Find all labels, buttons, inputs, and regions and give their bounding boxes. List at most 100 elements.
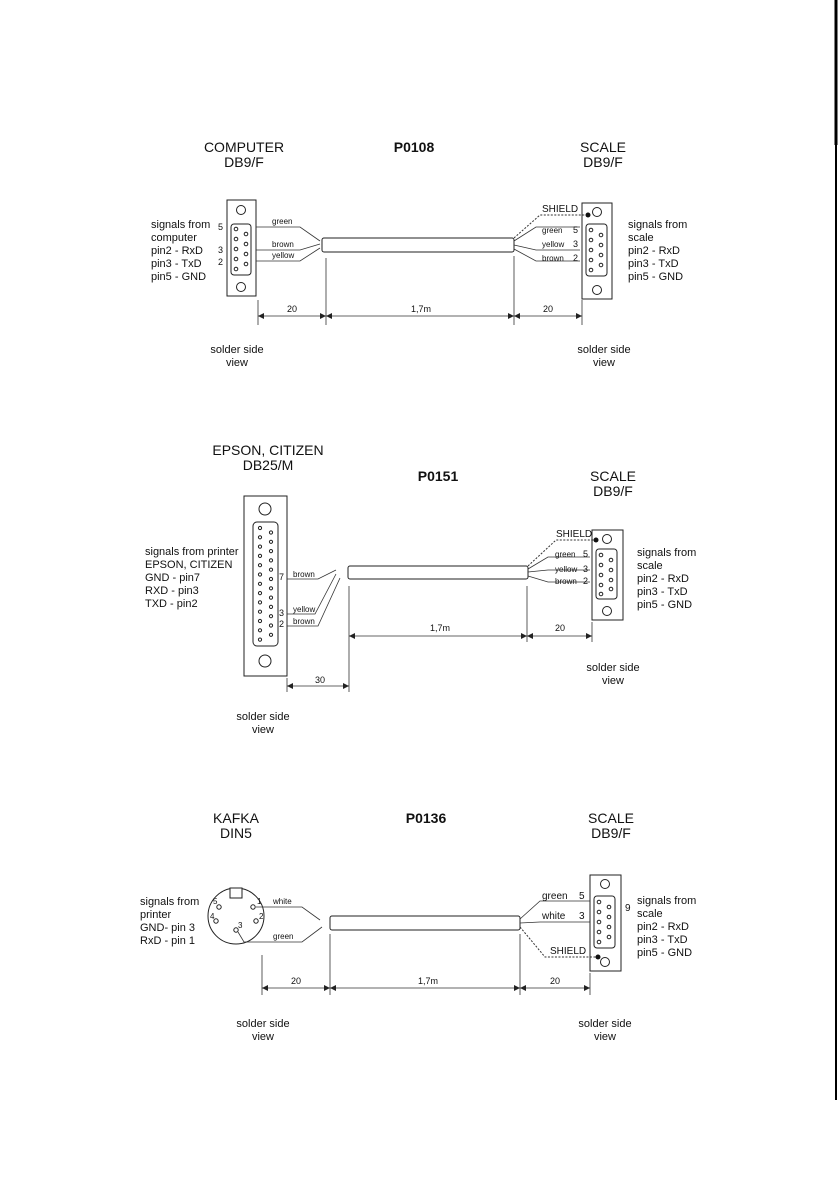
cable — [321, 237, 515, 253]
wire-label: green — [555, 550, 575, 559]
pin-number: 5 — [218, 222, 223, 232]
pin — [257, 572, 263, 577]
pin — [588, 247, 594, 253]
wire-label: brown — [293, 570, 315, 579]
pin — [268, 530, 274, 535]
wire-label: green — [542, 226, 562, 235]
mount-hole — [602, 606, 612, 616]
pin-number: 3 — [238, 921, 243, 930]
signal-label: RXD - pin3 — [145, 585, 199, 597]
diagram-svg: KAFKA DIN5 P0136 SCALE DB9/F signals fro… — [140, 810, 696, 1043]
pin — [606, 924, 612, 930]
dimension-label: 1,7m — [418, 976, 438, 986]
pin-number: 3 — [279, 608, 284, 618]
view-caption: view — [252, 724, 274, 736]
pin — [250, 904, 256, 910]
wire-label: brown — [272, 240, 294, 249]
pin — [598, 232, 604, 238]
wire-label: yellow — [555, 565, 577, 574]
pin — [243, 231, 249, 237]
pin — [598, 572, 604, 578]
db9-connector-right — [581, 202, 613, 300]
mount-hole — [258, 502, 272, 516]
signal-label: printer — [140, 909, 172, 921]
pin — [233, 256, 239, 262]
pin — [268, 604, 274, 609]
wire — [256, 226, 321, 242]
pin — [253, 918, 259, 924]
signal-label: pin5 - GND — [637, 599, 692, 611]
wire-label: green — [542, 891, 568, 902]
pin — [268, 623, 274, 628]
shield-terminal — [585, 212, 591, 218]
pin — [243, 241, 249, 247]
pin — [213, 918, 219, 924]
wire — [287, 569, 337, 580]
pin — [268, 614, 274, 619]
right-connector-type: DB9/F — [591, 825, 631, 841]
signal-label: scale — [637, 560, 663, 572]
wire-label: green — [272, 217, 292, 226]
mount-hole — [258, 654, 272, 668]
dimension-label: 20 — [287, 304, 297, 314]
pin — [596, 899, 602, 905]
signal-label: signals from — [637, 895, 696, 907]
shield-label: SHIELD — [550, 946, 586, 957]
pin — [596, 939, 602, 945]
signal-label: pin2 - RxD — [151, 245, 203, 257]
cable — [347, 565, 529, 580]
pin — [268, 558, 274, 563]
signal-label: signals from — [637, 547, 696, 559]
diagram-svg: EPSON, CITIZEN DB25/M P0151 SCALE DB9/F … — [145, 442, 696, 736]
pin — [588, 267, 594, 273]
right-connector-title: SCALE — [580, 139, 626, 155]
pin — [598, 582, 604, 588]
pin — [257, 600, 263, 605]
pin — [608, 567, 614, 573]
pin — [596, 929, 602, 935]
pin — [606, 934, 612, 940]
connector-body — [581, 202, 613, 300]
shield-wire — [519, 926, 598, 958]
signal-label: pin5 - GND — [151, 271, 206, 283]
pin — [606, 904, 612, 910]
wire — [519, 921, 590, 924]
view-caption: view — [226, 357, 248, 369]
din5-connector — [207, 887, 265, 945]
connector-shell — [595, 548, 618, 600]
signal-label: GND - pin7 — [145, 572, 200, 584]
dimension-label: 30 — [315, 675, 325, 685]
view-caption: view — [602, 675, 624, 687]
pin — [598, 242, 604, 248]
wire-label: brown — [293, 617, 315, 626]
view-caption: view — [593, 357, 615, 369]
signal-label: pin2 - RxD — [628, 245, 680, 257]
pin — [606, 914, 612, 920]
pin-number: 4 — [210, 912, 215, 921]
pin — [598, 591, 604, 597]
pin — [257, 525, 263, 531]
pin-number: 2 — [218, 257, 223, 267]
wire — [527, 556, 590, 570]
pin — [598, 252, 604, 258]
pin — [608, 557, 614, 563]
shield-wire — [527, 539, 596, 567]
mount-hole — [236, 282, 246, 292]
pin — [257, 535, 263, 540]
view-caption: solder side — [236, 1018, 289, 1030]
signal-label: pin2 - RxD — [637, 573, 689, 585]
pin — [596, 909, 602, 915]
pin — [268, 567, 274, 572]
signal-label: pin2 - RxD — [637, 921, 689, 933]
dimension-label: 20 — [291, 976, 301, 986]
pin — [588, 237, 594, 243]
signal-label: signals from — [628, 219, 687, 231]
wire-label: yellow — [272, 251, 294, 260]
pin — [268, 586, 274, 591]
left-connector-type: DIN5 — [220, 825, 252, 841]
signal-label: computer — [151, 232, 197, 244]
pin-number: 3 — [579, 911, 585, 922]
pin — [243, 251, 249, 257]
left-connector-title: EPSON, CITIZEN — [212, 442, 323, 458]
pin-number: 2 — [583, 576, 588, 586]
